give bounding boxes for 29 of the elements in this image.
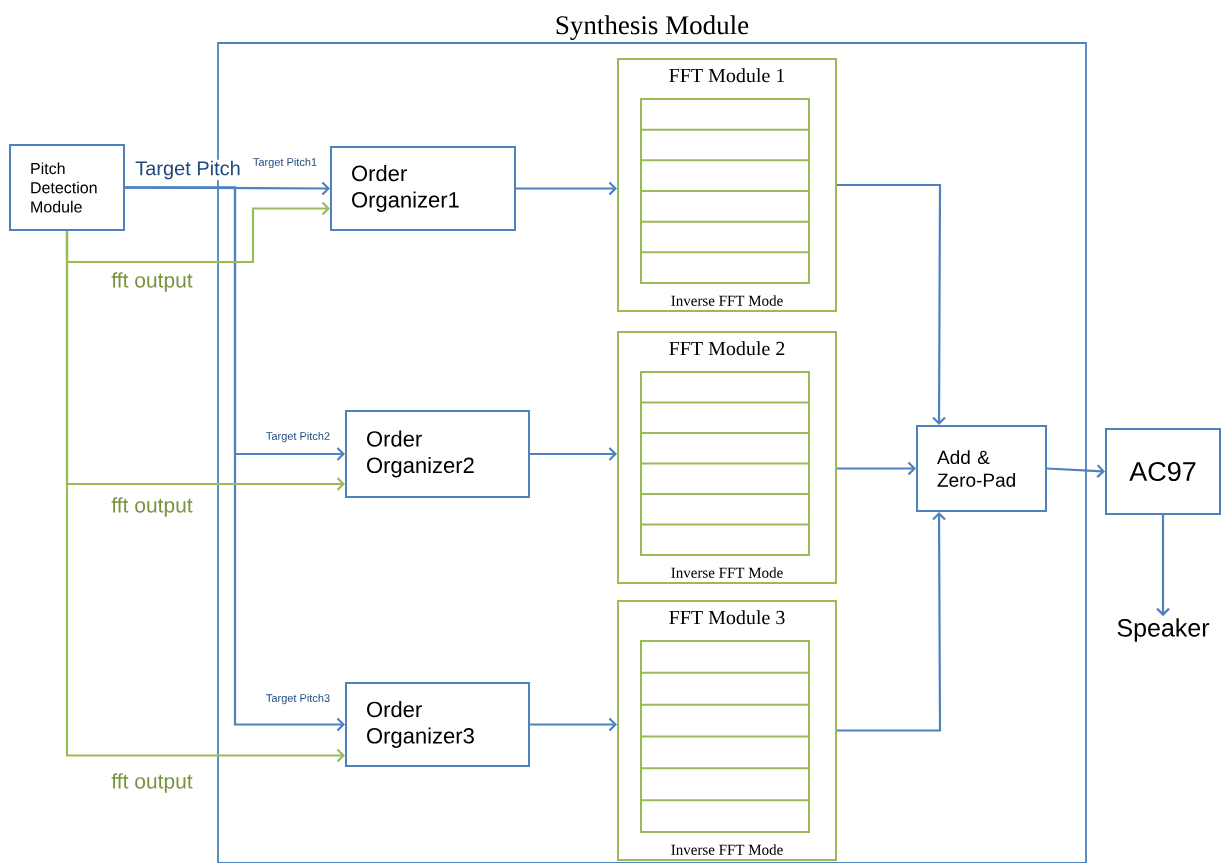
arrow bbox=[530, 447, 617, 461]
edge-label: Target Pitch3 bbox=[264, 692, 332, 706]
arrow bbox=[837, 461, 916, 476]
arrow bbox=[837, 512, 946, 732]
arrow bbox=[1156, 515, 1170, 617]
process-box: Order Organizer2 bbox=[345, 410, 530, 498]
signal-label: Target Pitch bbox=[134, 159, 242, 181]
process-box: AC97 bbox=[1105, 428, 1221, 515]
module-box: FFT Module 2 Inverse FFT Mode bbox=[617, 331, 837, 584]
arrow bbox=[1046, 464, 1105, 478]
arrow bbox=[125, 186, 345, 732]
process-box: Pitch Detection Module bbox=[9, 144, 125, 231]
arrow bbox=[837, 183, 946, 425]
arrow bbox=[516, 181, 617, 196]
edge-label: Target Pitch2 bbox=[264, 430, 332, 444]
process-box: Order Organizer3 bbox=[345, 682, 530, 767]
edge-label: fft output bbox=[110, 271, 194, 293]
output-label: Speaker bbox=[1117, 618, 1210, 642]
module-box: FFT Module 3 Inverse FFT Mode bbox=[617, 600, 837, 861]
edge-label: Target Pitch1 bbox=[251, 156, 319, 170]
arrow bbox=[530, 717, 617, 732]
edge-label: fft output bbox=[110, 496, 194, 518]
edge-label: fft output bbox=[110, 772, 194, 794]
module-box: FFT Module 1 Inverse FFT Mode bbox=[617, 58, 837, 312]
arrow bbox=[65, 201, 330, 264]
process-box: Add & Zero-Pad bbox=[916, 425, 1047, 512]
process-box: Order Organizer1 bbox=[330, 146, 516, 231]
node-label: Synthesis Module bbox=[556, 15, 749, 40]
arrow bbox=[65, 231, 345, 763]
